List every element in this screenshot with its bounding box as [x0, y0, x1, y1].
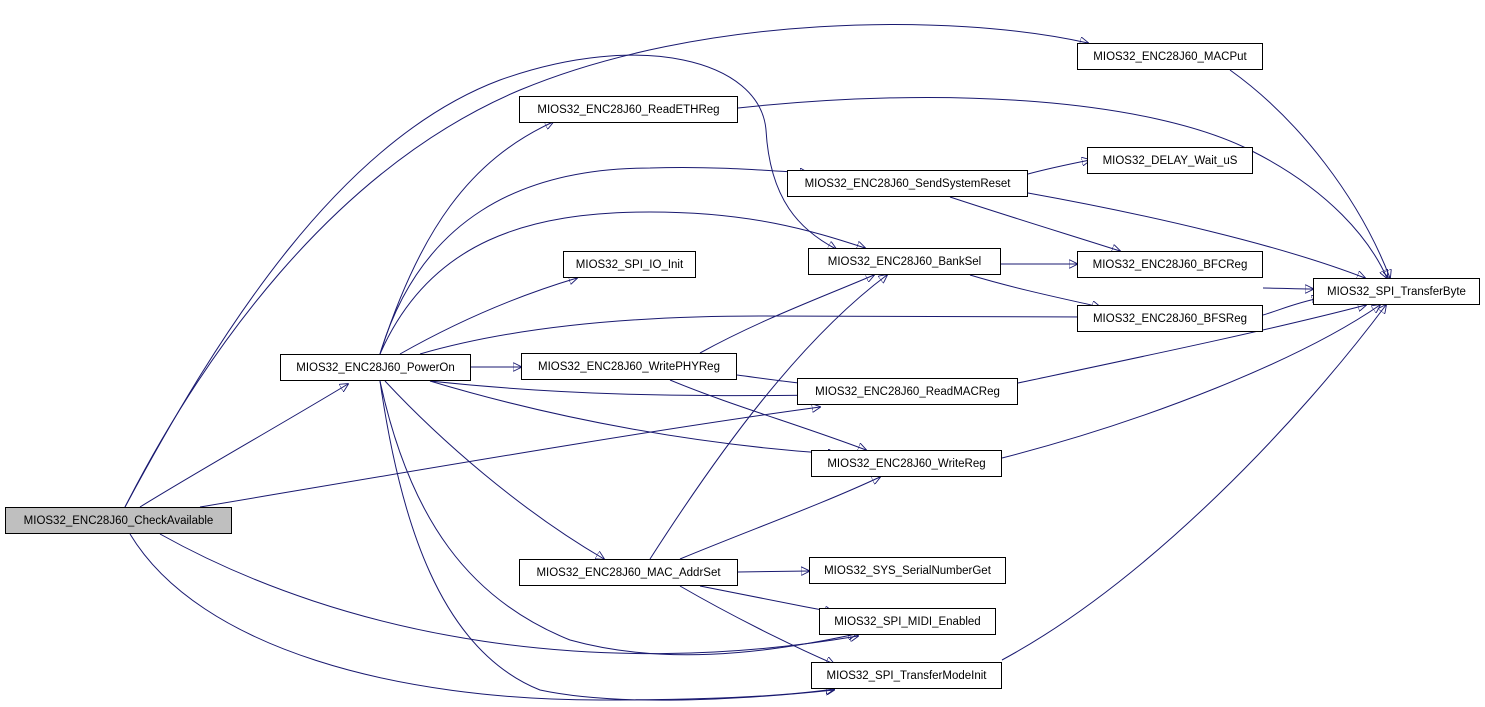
node-label: MIOS32_SPI_IO_Init	[575, 258, 684, 271]
node-label: MIOS32_ENC28J60_PowerOn	[296, 361, 455, 374]
edge-power-on-to-send-system-reset	[379, 166, 808, 355]
edge-power-on-to-spi-io-init	[399, 278, 577, 355]
node-spi-transfer-byte[interactable]: MIOS32_SPI_TransferByte	[1313, 278, 1480, 305]
node-write-reg[interactable]: MIOS32_ENC28J60_WriteReg	[811, 450, 1002, 477]
node-delay-wait-us[interactable]: MIOS32_DELAY_Wait_uS	[1087, 147, 1253, 174]
edge-mac-addr-set-to-spi-midi-enabled	[699, 585, 833, 612]
node-power-on[interactable]: MIOS32_ENC28J60_PowerOn	[280, 354, 471, 381]
node-bfs-reg[interactable]: MIOS32_ENC28J60_BFSReg	[1077, 305, 1263, 332]
node-label: MIOS32_ENC28J60_ReadETHReg	[537, 103, 720, 116]
node-read-eth-reg[interactable]: MIOS32_ENC28J60_ReadETHReg	[519, 96, 738, 123]
edge-power-on-to-read-mac-reg	[429, 380, 820, 396]
edge-power-on-to-read-eth-reg	[379, 122, 553, 355]
edge-write-reg-to-spi-transfer-byte	[1001, 305, 1380, 459]
node-label: MIOS32_SPI_TransferModeInit	[826, 669, 987, 682]
node-label: MIOS32_ENC28J60_CheckAvailable	[23, 514, 214, 527]
edge-check-available-to-mac-put	[124, 24, 1088, 508]
edge-power-on-to-spi-transfer-mode-init	[379, 380, 834, 701]
node-label: MIOS32_ENC28J60_BankSel	[827, 255, 982, 268]
edge-mac-addr-set-to-write-reg	[679, 477, 880, 560]
edge-check-available-to-read-mac-reg	[199, 407, 820, 508]
edge-read-mac-reg-to-spi-transfer-byte	[1017, 305, 1366, 384]
node-mac-put[interactable]: MIOS32_ENC28J60_MACPut	[1077, 43, 1263, 70]
edge-mac-addr-set-to-serial-number-get	[737, 571, 809, 572]
node-spi-io-init[interactable]: MIOS32_SPI_IO_Init	[563, 251, 696, 278]
node-bank-sel[interactable]: MIOS32_ENC28J60_BankSel	[808, 248, 1001, 275]
node-label: MIOS32_ENC28J60_BFSReg	[1092, 312, 1248, 325]
edge-power-on-to-mac-addr-set	[384, 380, 604, 559]
edge-check-available-to-power-on	[139, 384, 348, 508]
node-spi-midi-enabled[interactable]: MIOS32_SPI_MIDI_Enabled	[819, 608, 996, 635]
node-serial-number-get[interactable]: MIOS32_SYS_SerialNumberGet	[809, 557, 1006, 584]
edge-mac-addr-set-to-bank-sel	[649, 275, 887, 560]
node-write-phy-reg[interactable]: MIOS32_ENC28J60_WritePHYReg	[521, 353, 737, 380]
node-label: MIOS32_ENC28J60_WriteReg	[827, 457, 986, 470]
node-read-mac-reg[interactable]: MIOS32_ENC28J60_ReadMACReg	[797, 378, 1018, 405]
node-bfc-reg[interactable]: MIOS32_ENC28J60_BFCReg	[1077, 251, 1263, 278]
edge-bank-sel-to-bfs-reg	[969, 274, 1100, 307]
edge-send-system-reset-to-spi-transfer-byte	[1027, 192, 1365, 278]
edge-spi-transfer-mode-init-to-spi-transfer-byte	[1001, 305, 1386, 661]
node-label: MIOS32_ENC28J60_ReadMACReg	[815, 385, 1000, 398]
node-label: MIOS32_DELAY_Wait_uS	[1102, 154, 1238, 167]
node-label: MIOS32_SPI_MIDI_Enabled	[834, 615, 981, 628]
node-label: MIOS32_ENC28J60_SendSystemReset	[804, 177, 1011, 190]
node-send-system-reset[interactable]: MIOS32_ENC28J60_SendSystemReset	[787, 170, 1028, 197]
edge-power-on-to-spi-midi-enabled	[379, 380, 856, 656]
edge-send-system-reset-to-bfc-reg	[949, 196, 1120, 251]
node-label: MIOS32_ENC28J60_MAC_AddrSet	[536, 566, 721, 579]
edge-power-on-to-write-reg	[429, 380, 836, 454]
node-label: MIOS32_SPI_TransferByte	[1327, 285, 1466, 298]
node-label: MIOS32_ENC28J60_BFCReg	[1092, 258, 1248, 271]
edge-write-phy-reg-to-bank-sel	[699, 275, 874, 354]
edge-read-eth-reg-to-spi-transfer-byte	[737, 96, 1387, 278]
node-spi-transfer-mode-init[interactable]: MIOS32_SPI_TransferModeInit	[811, 662, 1002, 689]
node-check-available[interactable]: MIOS32_ENC28J60_CheckAvailable	[5, 507, 232, 534]
node-label: MIOS32_ENC28J60_MACPut	[1093, 50, 1247, 63]
edge-mac-addr-set-to-spi-transfer-mode-init	[679, 585, 834, 664]
edge-send-system-reset-to-delay-wait-us	[1027, 160, 1090, 175]
node-mac-addr-set[interactable]: MIOS32_ENC28J60_MAC_AddrSet	[519, 559, 738, 586]
edge-check-available-to-bank-sel	[124, 54, 836, 508]
node-label: MIOS32_SYS_SerialNumberGet	[824, 564, 991, 577]
edge-mac-put-to-spi-transfer-byte	[1229, 69, 1390, 278]
node-label: MIOS32_ENC28J60_WritePHYReg	[538, 360, 720, 373]
edge-power-on-to-bank-sel	[379, 211, 865, 355]
edge-bfs-reg-to-spi-transfer-byte	[1262, 298, 1320, 316]
edge-write-phy-reg-to-write-reg	[669, 379, 866, 450]
edge-bfc-reg-to-spi-transfer-byte	[1262, 288, 1313, 289]
edge-check-available-to-spi-midi-enabled	[159, 533, 858, 655]
edge-power-on-to-bfs-reg	[419, 316, 1090, 355]
